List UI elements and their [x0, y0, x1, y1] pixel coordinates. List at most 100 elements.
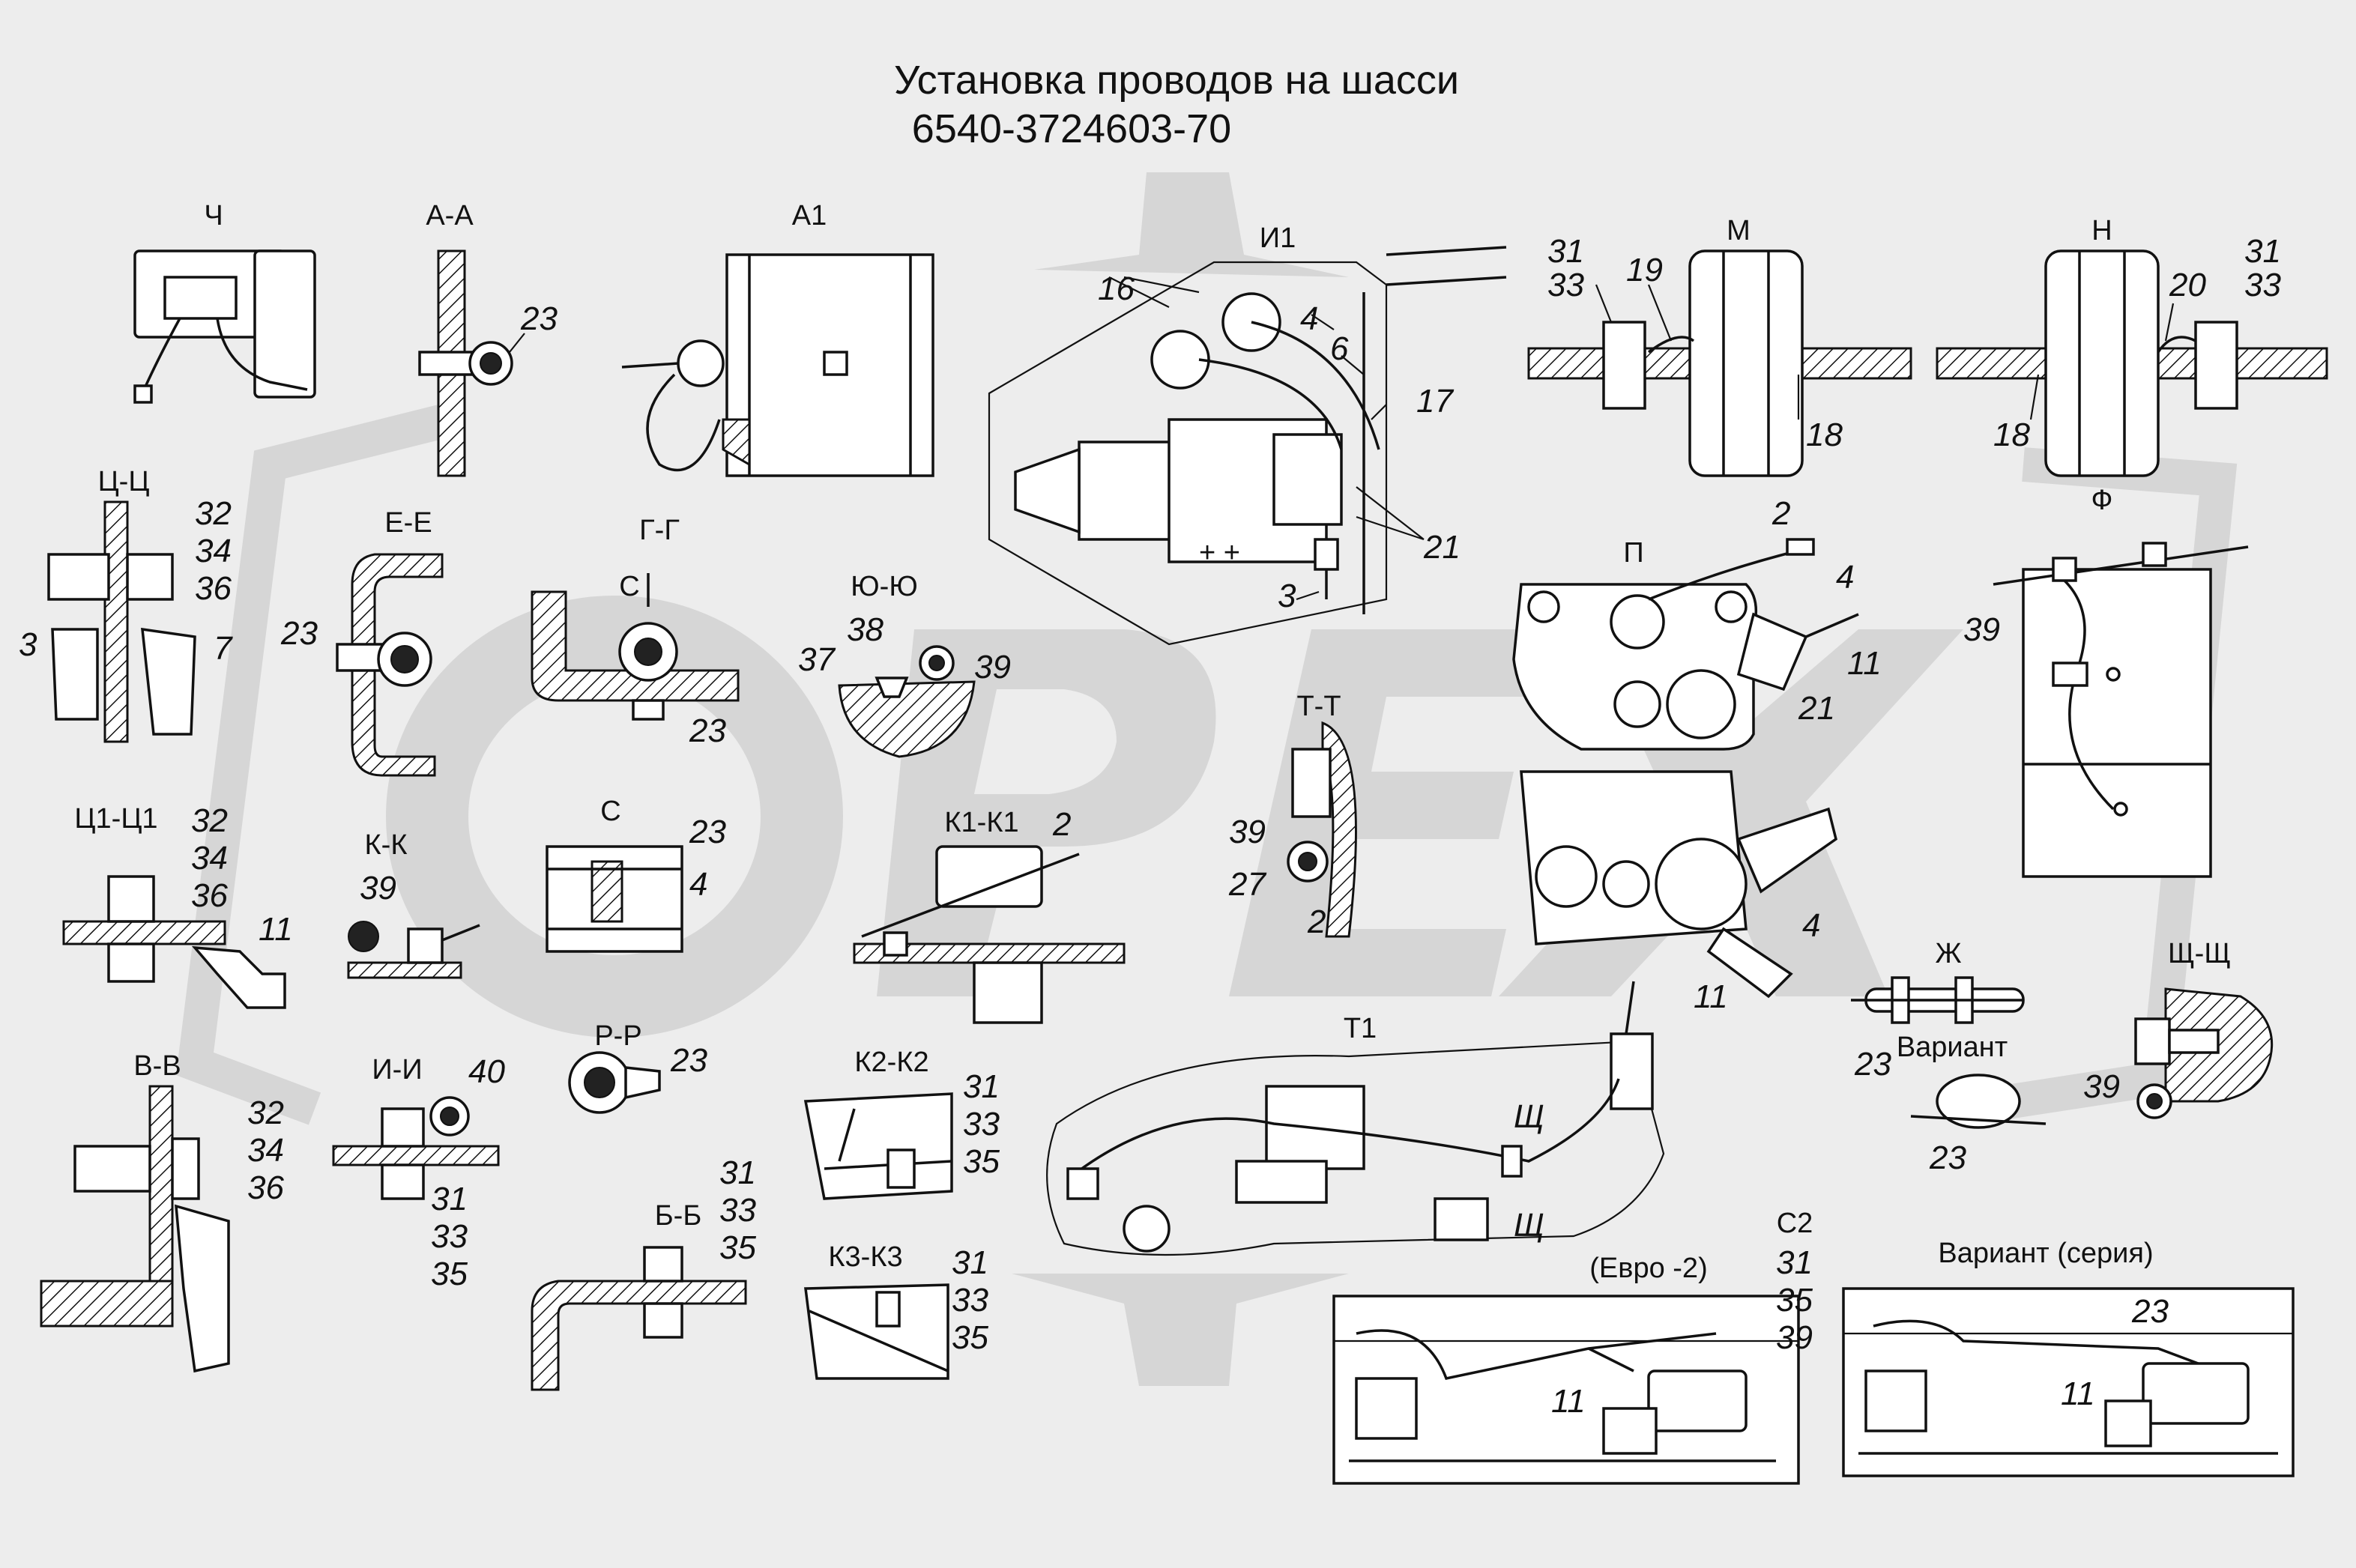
callout-4: 4 — [1836, 559, 1854, 596]
section-label: Б-Б — [655, 1200, 702, 1232]
wire-core — [480, 352, 502, 375]
bolt — [1291, 748, 1332, 818]
callout-shch: Щ — [1514, 1098, 1544, 1135]
section-label: Г-Г — [639, 515, 680, 546]
round-boss — [1602, 860, 1650, 908]
bolt — [886, 1148, 916, 1189]
connector — [1501, 1145, 1523, 1178]
callout-27: 27 — [1228, 866, 1266, 903]
flange — [1864, 1369, 1927, 1432]
support — [973, 961, 1043, 1024]
callout-34: 34 — [247, 1132, 284, 1169]
unit — [935, 845, 1043, 908]
section-label: Ц-Ц — [98, 466, 150, 497]
section-label: И-И — [372, 1054, 422, 1086]
callout-17: 17 — [1416, 383, 1454, 420]
wire-tip — [133, 384, 153, 404]
connector — [1736, 807, 1837, 894]
nut — [1535, 845, 1598, 908]
view-variant-series: Вариант (серия) 23 11 — [1842, 1238, 2295, 1477]
callout-2: 2 — [1771, 495, 1790, 532]
callout-33: 33 — [952, 1282, 988, 1319]
round-boss — [1666, 669, 1736, 739]
callout-23: 23 — [520, 300, 558, 337]
callout-4: 4 — [689, 866, 707, 903]
angle-section — [531, 1280, 747, 1391]
bolt-head — [381, 1107, 425, 1148]
section-label: К3-К3 — [828, 1241, 902, 1273]
bolt-shank — [2168, 1029, 2220, 1054]
variant-label: Вариант (серия) — [1938, 1238, 2153, 1269]
component — [1235, 1160, 1328, 1204]
view-gg: Г-Г С 23 — [531, 515, 740, 749]
tie — [1936, 1074, 2021, 1129]
terminal-lug — [175, 1204, 230, 1373]
terminal-lug — [141, 627, 196, 736]
callout-23: 23 — [2131, 1293, 2169, 1330]
section-label: Е-Е — [384, 507, 432, 539]
plate-section — [62, 920, 226, 945]
wire-core — [634, 638, 662, 666]
callout-20: 20 — [2169, 267, 2206, 303]
callout-32: 32 — [191, 802, 228, 839]
view-ch: Ч — [133, 200, 316, 404]
callout-33: 33 — [2244, 267, 2281, 303]
view-k2k2: К2-К2 31 33 35 — [803, 1047, 1000, 1200]
callout-36: 36 — [247, 1169, 284, 1206]
callout-39: 39 — [974, 649, 1011, 685]
svg-text:+ +: + + — [1199, 537, 1240, 569]
clamp — [407, 927, 444, 964]
starter — [2142, 1362, 2250, 1425]
callout-11: 11 — [1694, 978, 1728, 1015]
clamp — [2052, 557, 2077, 582]
flange — [1355, 1377, 1418, 1440]
callout-7: 7 — [214, 630, 233, 667]
wire — [2146, 1093, 2163, 1110]
bracket-section — [148, 1085, 174, 1283]
section-label: В-В — [133, 1050, 181, 1082]
callout-2: 2 — [1052, 806, 1071, 843]
bolt-head — [1610, 594, 1665, 650]
round-element — [1123, 1205, 1171, 1253]
channel-section — [351, 553, 444, 777]
callout-32: 32 — [195, 495, 232, 532]
view-ii: И-И 40 31 33 35 — [332, 1053, 505, 1292]
callout-23: 23 — [1854, 1046, 1891, 1083]
callout-31: 31 — [952, 1244, 988, 1281]
callout-33: 33 — [963, 1106, 1000, 1142]
callout-21: 21 — [1798, 690, 1835, 727]
callout-3: 3 — [1278, 578, 1296, 614]
section-label: Ю-Ю — [851, 571, 917, 602]
mount-hole — [1527, 590, 1560, 623]
section-label: С — [600, 796, 620, 827]
mount-hole — [1715, 590, 1748, 623]
section-label: Ч — [204, 200, 223, 231]
callout-40: 40 — [468, 1053, 505, 1090]
round-element — [1150, 330, 1210, 390]
terminal-lug — [51, 628, 99, 721]
view-ts1ts1: Ц1-Ц1 32 34 36 11 — [62, 802, 293, 1009]
section-label: П — [1623, 537, 1643, 569]
view-c2: С2 (Евро -2) 31 35 39 11 — [1332, 1208, 1813, 1485]
callout-35: 35 — [952, 1319, 988, 1356]
nut — [381, 1163, 425, 1200]
view-k3k3: К3-К3 31 33 35 — [804, 1241, 988, 1380]
terminal-lug — [191, 945, 286, 1009]
connector — [1314, 538, 1339, 571]
view-rr: Р-Р 23 — [568, 1020, 707, 1114]
section-label: К2-К2 — [854, 1047, 928, 1078]
callout-31: 31 — [2244, 233, 2281, 270]
view-shchshch: Щ-Щ 39 — [2083, 938, 2274, 1119]
cable-gland — [677, 339, 725, 387]
callout-shch: Щ — [1514, 1207, 1544, 1244]
clip — [875, 676, 909, 698]
callout-31: 31 — [1776, 1244, 1813, 1281]
slot — [590, 860, 623, 923]
callout-36: 36 — [191, 877, 228, 914]
callout-35: 35 — [431, 1256, 468, 1292]
view-m: М 31 33 19 18 — [1527, 215, 1912, 477]
view-f: Ф 39 — [1963, 485, 2249, 878]
callout-23: 23 — [689, 814, 726, 850]
